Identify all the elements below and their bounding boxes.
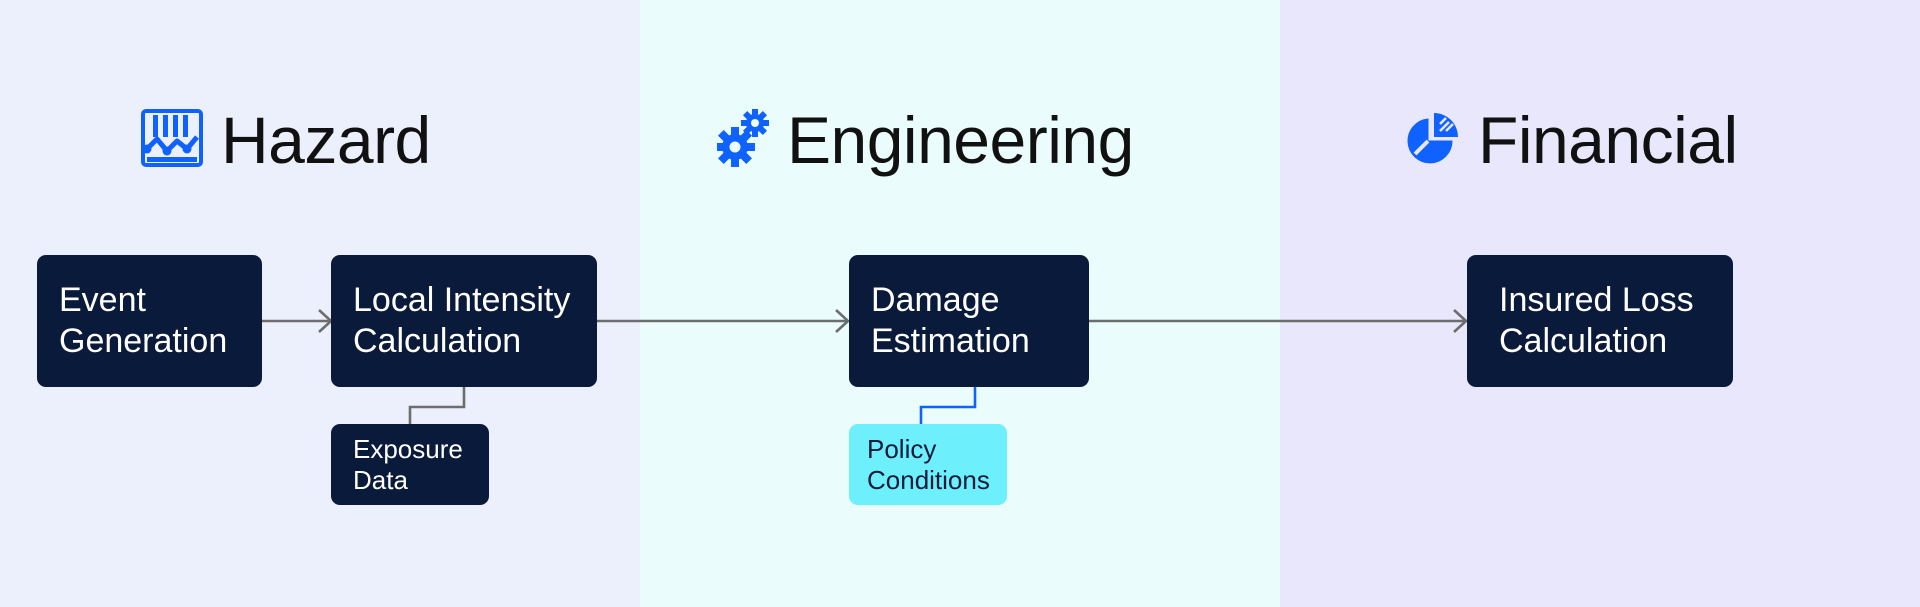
local-intensity-label: Local Intensity Calculation [353, 281, 571, 360]
pie-chart-icon [1404, 109, 1460, 172]
event-generation-node: Event Generation [37, 255, 262, 387]
financial-heading: Financial [1404, 100, 1738, 180]
hazard-heading: Hazard [141, 100, 431, 180]
damage-estimation-node: Damage Estimation [849, 255, 1089, 387]
hazard-title: Hazard [221, 103, 431, 177]
engineering-heading: Engineering [715, 100, 1134, 180]
link-exposure-to-intensity [408, 386, 466, 424]
engineering-title: Engineering [787, 103, 1134, 177]
local-intensity-node: Local Intensity Calculation [331, 255, 597, 387]
damage-estimation-label: Damage Estimation [871, 281, 1030, 360]
event-generation-label: Event Generation [59, 281, 228, 360]
exposure-data-label: Exposure Data [353, 433, 463, 495]
link-policy-to-damage [919, 386, 977, 424]
policy-conditions-node: Policy Conditions [849, 424, 1007, 505]
waveform-chart-icon [141, 108, 203, 172]
exposure-data-node: Exposure Data [331, 424, 489, 505]
financial-title: Financial [1478, 103, 1738, 177]
insured-loss-node: Insured Loss Calculation [1467, 255, 1733, 387]
gears-icon [715, 108, 769, 172]
policy-conditions-label: Policy Conditions [867, 433, 990, 495]
insured-loss-label: Insured Loss Calculation [1499, 281, 1694, 360]
